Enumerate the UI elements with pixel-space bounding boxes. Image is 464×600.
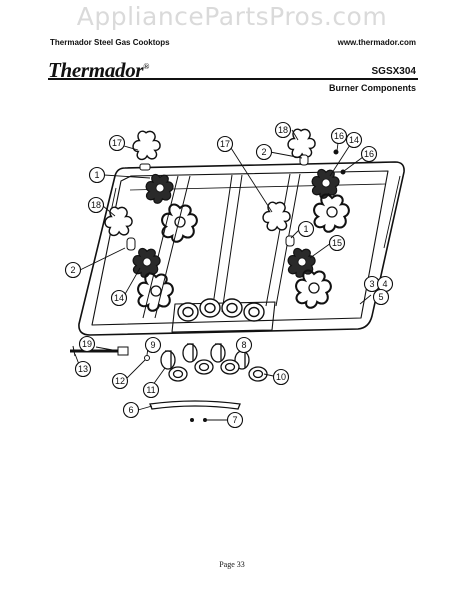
logo-mark: ® — [143, 62, 149, 71]
svg-text:6: 6 — [128, 405, 133, 415]
callout-7: 7 — [226, 411, 244, 429]
svg-text:16: 16 — [364, 149, 374, 159]
watermark: AppliancePartsPros.com — [76, 2, 388, 31]
svg-text:8: 8 — [241, 340, 246, 350]
product-line: Thermador Steel Gas Cooktops — [50, 38, 170, 47]
callout-16: 16 — [330, 127, 348, 145]
svg-text:5: 5 — [378, 292, 383, 302]
svg-text:14: 14 — [114, 293, 124, 303]
svg-text:13: 13 — [78, 364, 88, 374]
igniter-parts — [126, 149, 346, 251]
header-rule — [48, 78, 418, 80]
callout-15: 15 — [328, 234, 346, 252]
callout-17: 17 — [108, 134, 126, 152]
control-knobs — [160, 343, 250, 370]
svg-text:12: 12 — [115, 376, 125, 386]
burner-grates — [137, 193, 350, 312]
callout-4: 4 — [376, 275, 394, 293]
section-title: Burner Components — [328, 83, 416, 93]
knob-bezels — [168, 359, 268, 382]
callout-13: 13 — [74, 360, 92, 378]
svg-text:1: 1 — [303, 224, 308, 234]
callout-18: 18 — [87, 196, 105, 214]
svg-text:17: 17 — [112, 138, 122, 148]
trim-strip — [149, 400, 241, 410]
callout-14b: 14 — [345, 131, 363, 149]
svg-text:16: 16 — [334, 131, 344, 141]
callout-18b: 18 — [274, 121, 292, 139]
exploded-parts-diagram: 17 1 18 2 14 17 18 16 2 14 16 1 15 3 4 5… — [64, 121, 405, 429]
model-number: SGSX304 — [371, 66, 416, 77]
leader-lines — [74, 129, 372, 421]
callout-6: 6 — [122, 401, 140, 419]
screws — [190, 418, 207, 422]
callout-2b: 2 — [255, 143, 273, 161]
svg-text:4: 4 — [382, 279, 387, 289]
callout-1b: 1 — [297, 220, 315, 238]
svg-text:9: 9 — [150, 340, 155, 350]
svg-text:11: 11 — [146, 385, 155, 395]
website-link[interactable]: www.thermador.com — [337, 38, 416, 47]
callout-2: 2 — [64, 261, 82, 279]
callout-12: 12 — [111, 372, 129, 390]
svg-text:19: 19 — [82, 339, 92, 349]
svg-text:2: 2 — [261, 147, 266, 157]
svg-text:3: 3 — [369, 279, 374, 289]
svg-text:15: 15 — [332, 238, 342, 248]
svg-text:18: 18 — [278, 125, 288, 135]
svg-text:1: 1 — [94, 170, 99, 180]
callout-11: 11 — [142, 381, 160, 399]
svg-text:10: 10 — [276, 372, 286, 382]
page-number: Page 33 — [219, 560, 245, 569]
callout-16b: 16 — [360, 145, 378, 163]
burner-heads — [142, 178, 331, 267]
burner-caps — [104, 128, 316, 237]
svg-text:18: 18 — [91, 200, 101, 210]
callout-10: 10 — [272, 368, 290, 386]
svg-text:2: 2 — [70, 265, 75, 275]
knob-openings — [177, 298, 265, 322]
svg-text:7: 7 — [232, 415, 237, 425]
svg-text:14: 14 — [349, 135, 359, 145]
washer — [144, 355, 150, 361]
callout-19: 19 — [78, 335, 96, 353]
callout-1: 1 — [88, 166, 106, 184]
callout-5: 5 — [372, 288, 390, 306]
callout-14: 14 — [110, 289, 128, 307]
callout-9: 9 — [144, 336, 162, 354]
callout-17b: 17 — [216, 135, 234, 153]
svg-text:17: 17 — [220, 139, 230, 149]
callout-8: 8 — [235, 336, 253, 354]
